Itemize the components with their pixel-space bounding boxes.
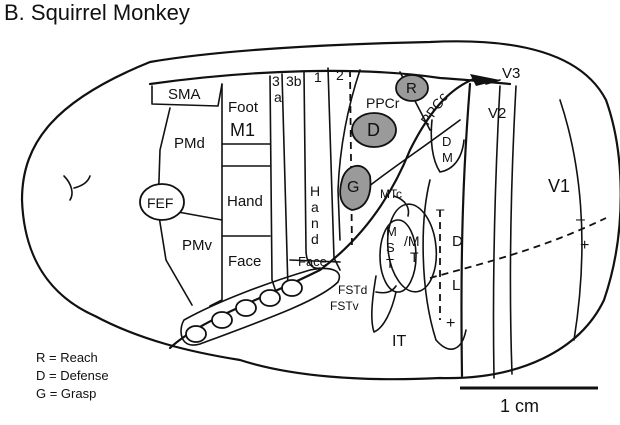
mtc-label: MTc xyxy=(380,187,402,201)
reach-label: R xyxy=(406,80,417,97)
legend-defense: D = Defense xyxy=(36,368,109,383)
defense-label: D xyxy=(367,120,380,140)
m1-hand-label: Hand xyxy=(227,193,263,210)
fstv-label: FSTv xyxy=(330,299,359,313)
v1-plus-sign: + xyxy=(580,237,589,254)
hand-vertical-d: d xyxy=(311,231,319,247)
fstd-pointer xyxy=(376,286,396,293)
hand-vertical-a: a xyxy=(311,199,319,215)
area-3a-sub-label: a xyxy=(274,89,282,105)
medial-wall-line xyxy=(150,71,510,84)
pmv-label: PMv xyxy=(182,237,213,254)
foot-label: Foot xyxy=(228,99,259,116)
hand-vertical-n: n xyxy=(311,215,319,231)
face-strip-label: Face xyxy=(298,254,327,269)
v3-label: V3 xyxy=(502,65,520,82)
dl-label-d: D xyxy=(452,233,463,250)
dl-plus-sign: + xyxy=(446,315,455,332)
scale-bar-label: 1 cm xyxy=(500,396,539,416)
mst-label-t: T xyxy=(386,256,394,271)
v3-junction-mark xyxy=(470,74,500,86)
area-3a-label: 3 xyxy=(272,73,280,89)
v1-outer-border xyxy=(510,86,516,374)
figure-title: B. Squirrel Monkey xyxy=(4,0,190,25)
area-3b-label: 3b xyxy=(286,73,302,89)
v2-label: V2 xyxy=(488,105,506,122)
v2-v1-border xyxy=(493,86,500,378)
dm-label-m: M xyxy=(442,150,453,165)
it-label: IT xyxy=(392,333,406,350)
m1-caudal-border xyxy=(270,76,276,292)
m1-face-label: Face xyxy=(228,253,261,270)
area-3a-border xyxy=(282,74,288,290)
dl-minus-sign: – xyxy=(436,201,445,218)
fst-border xyxy=(372,276,396,332)
mst-label-m: M xyxy=(386,224,397,239)
motor-circle-1 xyxy=(186,326,206,342)
fef-label: FEF xyxy=(147,195,173,211)
grasp-label: G xyxy=(347,179,359,196)
motor-circle-2 xyxy=(212,312,232,328)
area-1-label: 1 xyxy=(314,69,322,85)
motor-circle-3 xyxy=(236,300,256,316)
v1-label: V1 xyxy=(548,176,570,196)
frontal-sulcus-mark xyxy=(64,176,90,200)
dl-label-l: L xyxy=(452,277,460,294)
pmd-pmv-border xyxy=(178,212,222,220)
fstd-label: FSTd xyxy=(338,283,367,297)
mt-label-t: T xyxy=(410,249,419,265)
m1-label: M1 xyxy=(230,120,255,140)
legend-grasp: G = Grasp xyxy=(36,386,96,401)
area-1-border xyxy=(328,68,340,270)
pmd-label: PMd xyxy=(174,135,205,152)
ppc-border xyxy=(338,70,360,240)
hand-vertical-h: H xyxy=(310,183,320,199)
m1-rostral-border xyxy=(210,84,222,306)
motor-circle-5 xyxy=(282,280,302,296)
area-2-label: 2 xyxy=(336,67,344,83)
dl-border xyxy=(423,180,466,349)
motor-circle-4 xyxy=(260,290,280,306)
brain-outline xyxy=(22,41,620,379)
v1-minus-sign: – xyxy=(576,211,585,228)
mst-label-s: S xyxy=(386,240,395,255)
legend-reach: R = Reach xyxy=(36,350,98,365)
ppcr-label: PPCr xyxy=(366,95,400,111)
dm-label-d: D xyxy=(442,134,451,149)
mt-label-m: /M xyxy=(404,233,420,249)
sma-label: SMA xyxy=(168,86,201,103)
